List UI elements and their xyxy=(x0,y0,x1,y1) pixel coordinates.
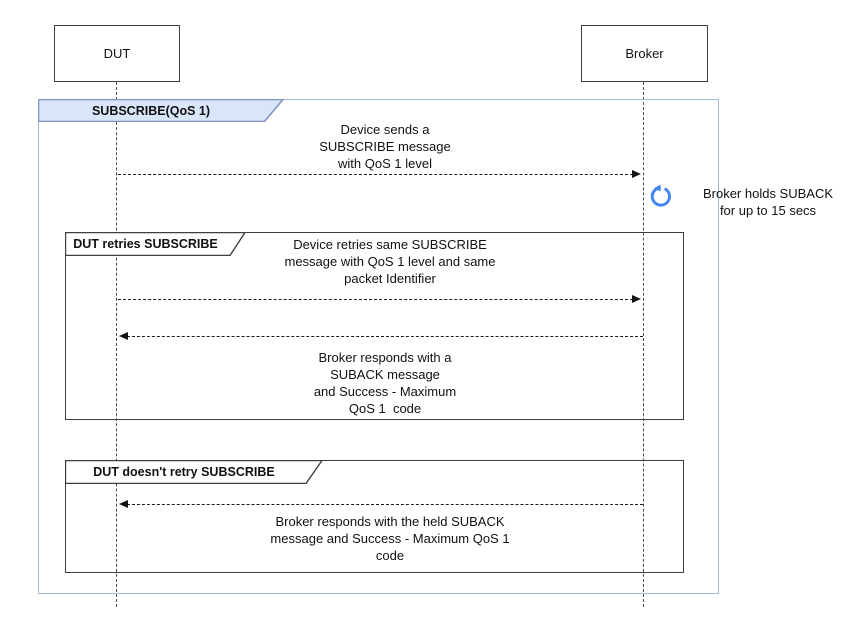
refresh-icon xyxy=(648,183,674,209)
arrow-retry-subscribe xyxy=(118,294,641,303)
arrowhead-right-icon xyxy=(632,294,641,303)
message-subscribe: Device sends a SUBSCRIBE message with Qo… xyxy=(319,122,451,171)
pentagon-shape xyxy=(65,460,323,484)
section-dut-retries xyxy=(65,232,684,420)
pentagon-fill xyxy=(38,99,284,122)
actor-dut-label: DUT xyxy=(103,46,131,61)
section-dut-no-retry-label: DUT doesn't retry SUBSCRIBE xyxy=(93,465,275,479)
actor-dut: DUT xyxy=(54,25,180,82)
frame-title-pentagon: SUBSCRIBE(QoS 1) xyxy=(38,99,284,122)
pentagon-shape xyxy=(38,99,284,122)
pentagon-shape xyxy=(65,232,246,256)
pentagon-fill xyxy=(65,232,246,256)
arrow-held-suback xyxy=(119,499,643,508)
message-held-suback: Broker responds with the held SUBACK mes… xyxy=(270,514,510,563)
section-dut-retries-label: DUT retries SUBSCRIBE xyxy=(73,237,218,251)
test-frame xyxy=(38,99,719,594)
message-suback-response: Broker responds with a SUBACK message an… xyxy=(313,350,457,416)
arrow-subscribe xyxy=(118,169,641,178)
actor-broker: Broker xyxy=(581,25,708,82)
lifeline-broker xyxy=(643,82,644,607)
section-dut-no-retry xyxy=(65,460,684,573)
note-broker-holds-suback: Broker holds SUBACK for up to 15 secs xyxy=(702,186,834,218)
arrowhead-left-icon xyxy=(119,331,128,340)
section-dut-retries-pentagon: DUT retries SUBSCRIBE xyxy=(65,232,246,256)
lifeline-dut xyxy=(116,82,117,607)
arrowhead-right-icon xyxy=(632,169,641,178)
pentagon-fill xyxy=(65,460,323,484)
message-retry-subscribe: Device retries same SUBSCRIBE message wi… xyxy=(284,237,496,286)
arrow-suback-response xyxy=(119,331,643,340)
frame-title: SUBSCRIBE(QoS 1) xyxy=(91,103,211,118)
refresh-arc xyxy=(650,186,671,207)
actor-broker-label: Broker xyxy=(625,46,664,61)
arrowhead-left-icon xyxy=(119,499,128,508)
refresh-arrowhead xyxy=(654,184,661,192)
section-dut-no-retry-pentagon: DUT doesn't retry SUBSCRIBE xyxy=(65,460,323,484)
